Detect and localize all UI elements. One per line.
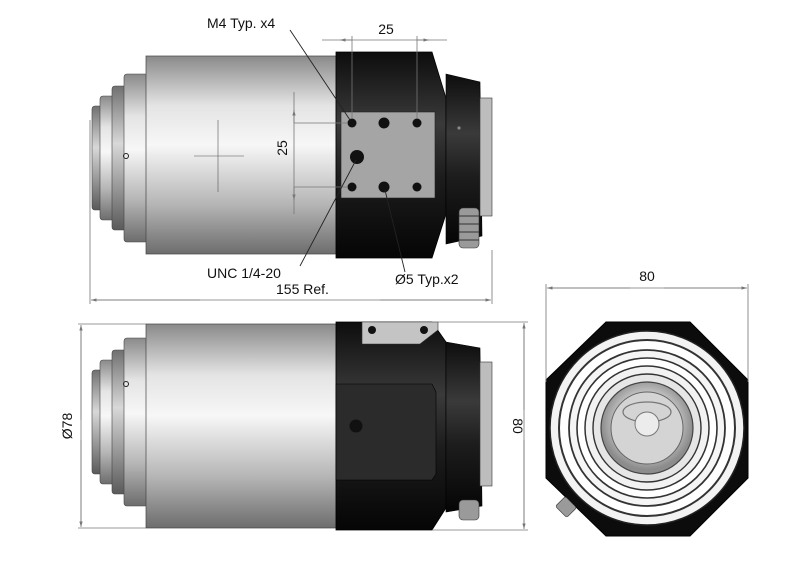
center-mark — [194, 120, 244, 192]
tapped-holes — [347, 117, 422, 193]
callout-label-m4: M4 Typ. x4 — [207, 15, 275, 31]
dimension-hex-width: 80 — [545, 268, 749, 382]
dimension-side-hole-spacing: 25 — [274, 92, 348, 214]
callout-tripod-thread: UNC 1/4-20 — [207, 159, 357, 281]
dim-label-hex-height: 80 — [510, 418, 526, 434]
dim-label-length: 155 Ref. — [276, 281, 329, 297]
locking-screw — [458, 207, 480, 249]
side-view: Ø78 80 — [59, 321, 528, 531]
dimension-overall-length: 155 Ref. — [89, 120, 493, 304]
dim-label-hex-width: 80 — [639, 268, 655, 284]
callout-tapped-holes: M4 Typ. x4 — [207, 15, 351, 121]
callout-label-unc: UNC 1/4-20 — [207, 265, 281, 281]
dimension-hex-height: 80 — [432, 321, 528, 531]
dimension-body-diameter: Ø78 — [59, 323, 146, 529]
front-view: 80 — [545, 268, 749, 537]
side-hole — [349, 419, 363, 433]
dimension-top-hole-spacing: 25 — [322, 21, 447, 118]
callout-label-pin: Ø5 Typ.x2 — [395, 271, 459, 287]
top-view: 25 25 M4 Typ. x4 UNC 1/4-20 Ø5 Typ.x2 — [89, 15, 493, 304]
dim-label-side-spacing: 25 — [274, 140, 290, 156]
dim-label-diameter: Ø78 — [59, 413, 75, 440]
dim-label-top-spacing: 25 — [378, 21, 394, 37]
callout-pin-holes: Ø5 Typ.x2 — [384, 189, 459, 287]
